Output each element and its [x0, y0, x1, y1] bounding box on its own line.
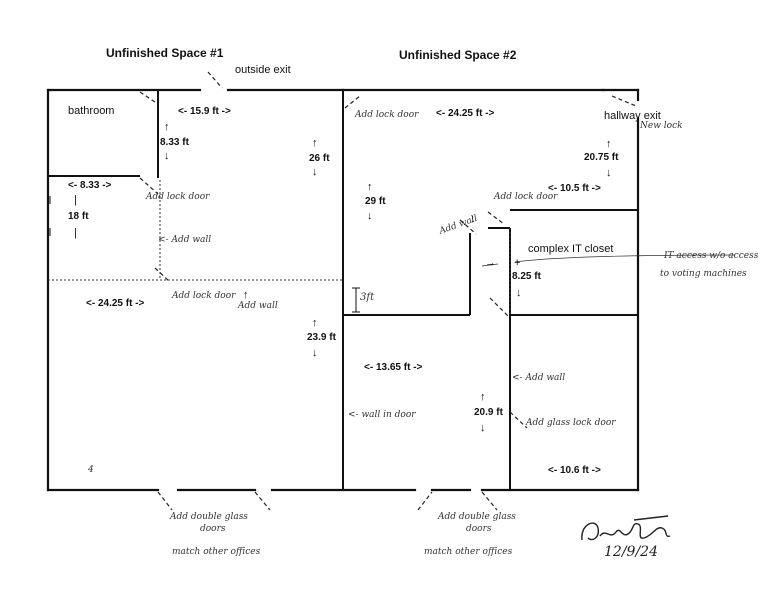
note-match-2: match other offices — [424, 547, 513, 557]
note-new-lock: New lock — [640, 121, 683, 131]
dimension-24-25-top: <- 24.25 ft -> — [436, 108, 495, 119]
dimension-10-6: <- 10.6 ft -> — [548, 465, 601, 476]
note-double-doors-1b: doors — [200, 524, 226, 534]
small-mark: 4 — [88, 465, 94, 475]
up-arrow-icon: ↑ — [243, 289, 249, 301]
down-arrow-icon: ↓ — [516, 287, 522, 299]
down-arrow-icon: ↓ — [312, 166, 318, 178]
dimension-18: 18 ft — [68, 211, 89, 222]
dimension-3ft: 3ft — [360, 292, 375, 303]
proposed-walls — [48, 180, 511, 315]
dimension-20-9: 20.9 ft — [474, 407, 503, 418]
dimension-29: 29 ft — [365, 196, 386, 207]
tick-mark-icon: | — [74, 227, 77, 239]
note-add-lock-door-2: Add lock door — [172, 291, 236, 301]
note-wall-in-door: <- wall in door — [348, 410, 416, 420]
annotation-leaders — [481, 254, 736, 267]
note-double-doors-2b: doors — [466, 524, 492, 534]
note-add-lock-door-3: Add lock door — [355, 110, 419, 120]
up-arrow-icon: ↑ — [606, 138, 612, 150]
exterior-walls — [46, 88, 640, 492]
tick-mark-icon: | — [74, 194, 77, 206]
up-arrow-icon: ↑ — [164, 121, 170, 133]
note-match-1: match other offices — [172, 547, 261, 557]
dimension-13-65: <- 13.65 ft -> — [364, 362, 423, 373]
dimension-20-75: 20.75 ft — [584, 152, 619, 163]
up-arrow-icon: ↑ — [312, 317, 318, 329]
down-arrow-icon: ↓ — [606, 167, 612, 179]
hallway-exit-label: hallway exit — [604, 110, 661, 122]
note-double-doors-2a: Add double glass — [438, 512, 516, 522]
note-double-doors-1a: Add double glass — [170, 512, 248, 522]
down-arrow-icon: ↓ — [164, 150, 170, 162]
plus-mark-icon: + — [514, 257, 521, 269]
dimension-26: 26 ft — [309, 153, 330, 164]
dimension-10-5: <- 10.5 ft -> — [548, 183, 601, 194]
dimension-8-25: 8.25 ft — [512, 271, 541, 282]
down-arrow-icon: ↓ — [470, 213, 476, 225]
note-add-lock-door-1: Add lock door — [146, 192, 210, 202]
note-to-voting-machines: to voting machines — [660, 269, 747, 279]
door-swings — [139, 71, 637, 511]
note-add-wall-4: <- Add wall — [512, 373, 566, 383]
note-add-glass-lock-door: Add glass lock door — [526, 418, 616, 428]
dimension-24-25-left: <- 24.25 ft -> — [86, 298, 145, 309]
outside-exit-label: outside exit — [235, 64, 291, 76]
note-add-lock-door-4: Add lock door — [494, 192, 558, 202]
dimension-8-33: <- 8.33 -> — [68, 180, 112, 191]
space2-title: Unfinished Space #2 — [399, 48, 517, 62]
up-arrow-icon: ↑ — [480, 391, 486, 403]
dimension-23-9: 23.9 ft — [307, 332, 336, 343]
down-arrow-icon: ↓ — [367, 210, 373, 222]
space1-title: Unfinished Space #1 — [106, 46, 224, 60]
down-arrow-icon: ↓ — [480, 422, 486, 434]
down-arrow-icon: ↓ — [312, 347, 318, 359]
dimension-8-33-ft: 8.33 ft — [160, 137, 189, 148]
note-it-access: IT access w/o access — [664, 251, 759, 261]
dimension-15-9: <- 15.9 ft -> — [178, 106, 231, 117]
signature-image — [581, 515, 671, 541]
it-closet-label: complex IT closet — [528, 243, 614, 255]
note-add-wall-1: <- Add wall — [158, 235, 212, 245]
interior-walls — [48, 90, 638, 490]
note-add-wall-2: Add wall — [238, 301, 278, 311]
signature-date: 12/9/24 — [604, 544, 658, 560]
bathroom-label: bathroom — [68, 105, 115, 117]
up-arrow-icon: ↑ — [367, 181, 373, 193]
dimension-ticks — [49, 196, 360, 313]
up-arrow-icon: ↑ — [312, 137, 318, 149]
right-arrow-icon: → — [485, 257, 496, 269]
